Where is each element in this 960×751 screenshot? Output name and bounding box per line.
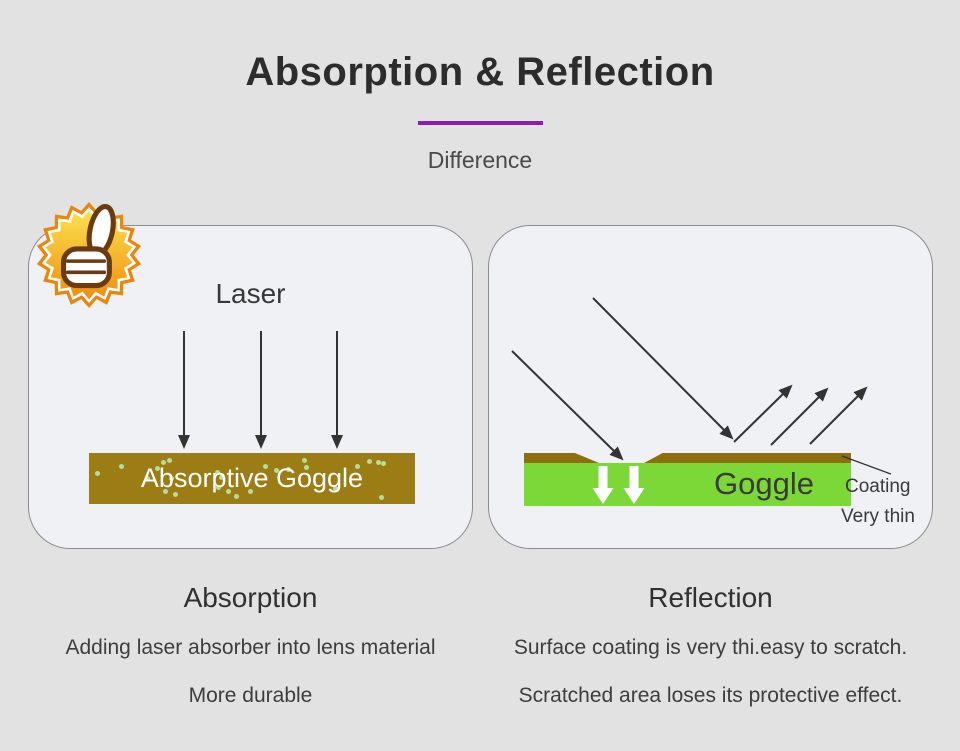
- thumbs-up-hand-icon: [60, 204, 116, 289]
- speckle-dot: [248, 489, 253, 494]
- speckle-dot: [381, 461, 386, 466]
- speckle-dot: [145, 476, 150, 481]
- laser-label: Laser: [215, 278, 286, 309]
- reflection-panel: Goggle Coating Very thin: [488, 225, 933, 549]
- absorb-bar-label: Absorptive Goggle: [140, 463, 364, 493]
- reflection-line1: Surface coating is very thi.easy to scra…: [513, 636, 908, 659]
- incident-laser-arrows: [178, 331, 343, 449]
- absorption-heading: Absorption: [183, 582, 318, 613]
- speckle-dot: [379, 495, 384, 500]
- speckle-dot: [161, 460, 166, 465]
- absorptive-goggle-bar: Absorptive Goggle: [89, 453, 415, 504]
- thumbs-up-badge-icon: [36, 202, 142, 308]
- speckle-dot: [155, 466, 160, 471]
- subtitle: Difference: [427, 147, 533, 173]
- absorb-bar-speckles: [89, 453, 415, 504]
- title-divider: [418, 121, 543, 125]
- coating-strip-right: [644, 453, 851, 463]
- goggle-lens-bar: [524, 463, 851, 506]
- absorbed-white-arrows-icon: [592, 466, 645, 504]
- speckle-dot: [355, 464, 360, 469]
- coating-leader-line: [841, 455, 892, 475]
- coating-label: Coating: [845, 476, 911, 497]
- speckle-dot: [302, 458, 307, 463]
- speckle-dot: [304, 465, 309, 470]
- speckle-dot: [234, 494, 239, 499]
- speckle-dot: [95, 471, 100, 476]
- coating-strip-left: [524, 453, 599, 463]
- page-title: Absorption & Reflection: [245, 50, 715, 94]
- reflection-rays-icon: [511, 297, 892, 504]
- speckle-dot: [169, 476, 174, 481]
- speckle-dot: [286, 467, 291, 472]
- speckle-dot: [216, 485, 221, 490]
- reflection-line2: Scratched area loses its protective effe…: [518, 684, 903, 707]
- speckle-dot: [163, 489, 168, 494]
- laser-down-arrows-icon: [178, 331, 343, 449]
- absorption-line2: More durable: [188, 684, 313, 707]
- speckle-dot: [219, 475, 224, 480]
- speckle-dot: [226, 489, 231, 494]
- speckle-dot: [367, 459, 372, 464]
- reflection-heading: Reflection: [648, 582, 773, 613]
- reflection-caption: Reflection Surface coating is very thi.e…: [488, 582, 933, 732]
- speckle-dot: [376, 460, 381, 465]
- absorption-caption: Absorption Adding laser absorber into le…: [28, 582, 473, 732]
- speckle-dot: [119, 464, 124, 469]
- reflected-ray-arrows: [733, 384, 868, 446]
- speckle-dot: [167, 458, 172, 463]
- coating-note: Very thin: [841, 506, 915, 527]
- goggle-label: Goggle: [714, 466, 814, 501]
- absorption-line1: Adding laser absorber into lens material: [65, 636, 436, 659]
- speckle-dot: [173, 492, 178, 497]
- speckle-dot: [215, 470, 220, 475]
- incident-ray-arrows: [511, 297, 734, 461]
- speckle-dot: [333, 486, 338, 491]
- speckle-dot: [274, 468, 279, 473]
- speckle-dot: [263, 464, 268, 469]
